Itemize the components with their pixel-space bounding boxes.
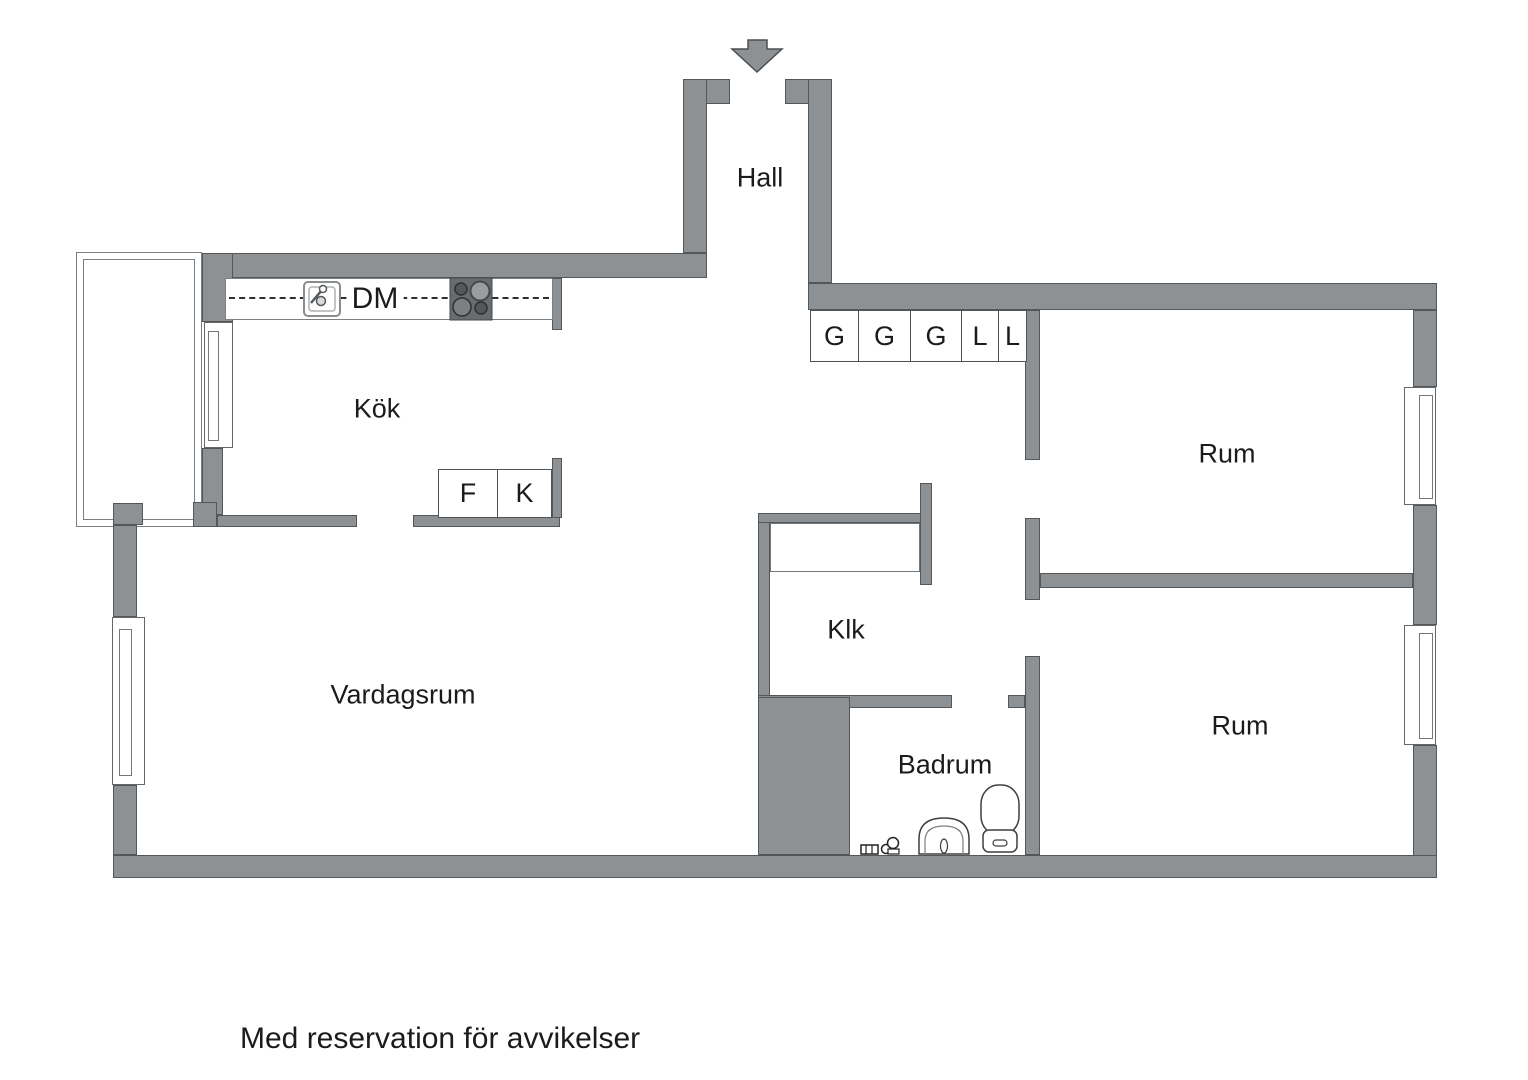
- balcony-inner-outline: [83, 259, 195, 520]
- window: [112, 617, 145, 785]
- wall: [1008, 695, 1025, 708]
- closet-wardrobe-outline: [770, 523, 920, 572]
- wall: [758, 697, 850, 855]
- wall: [552, 458, 562, 518]
- bathroom-accessories-icon: [860, 836, 900, 855]
- freezer-label: K: [515, 478, 534, 508]
- room-label-room-lower: Rum: [1211, 710, 1269, 741]
- toilet-icon: [980, 784, 1020, 853]
- wall: [193, 502, 217, 527]
- wall: [552, 278, 562, 330]
- wall: [920, 483, 932, 585]
- wardrobe-label: G: [925, 320, 947, 351]
- wardrobe-box: L: [998, 310, 1027, 362]
- wall: [683, 79, 707, 253]
- wall: [113, 855, 1437, 878]
- wall: [1025, 310, 1040, 460]
- room-label-hall: Hall: [736, 162, 784, 193]
- room-label-bathroom: Badrum: [897, 749, 993, 780]
- wall: [113, 525, 137, 617]
- room-label-room-upper: Rum: [1198, 438, 1256, 469]
- wall: [202, 253, 707, 278]
- wardrobe-label: L: [972, 320, 988, 351]
- wall: [217, 515, 357, 527]
- room-label-living-room: Vardagsrum: [330, 679, 476, 710]
- wall: [758, 513, 922, 523]
- fridge-box: F: [438, 469, 498, 518]
- entry-arrow-icon: [730, 39, 784, 74]
- wall: [113, 785, 137, 855]
- room-label-kitchen: Kök: [353, 393, 401, 424]
- wardrobe-label: L: [1004, 320, 1021, 351]
- freezer-box: K: [497, 469, 552, 518]
- wardrobe-box: L: [961, 310, 999, 362]
- wall: [1040, 573, 1413, 588]
- wardrobe-label: G: [873, 320, 895, 351]
- wall: [1025, 518, 1040, 600]
- dishwasher-label: DM: [346, 282, 404, 316]
- wardrobe-box: G: [858, 310, 911, 362]
- wall: [1025, 656, 1040, 855]
- fridge-label: F: [459, 478, 477, 508]
- window: [204, 322, 233, 448]
- wardrobe-label: G: [823, 320, 845, 351]
- room-label-closet: Klk: [827, 614, 865, 645]
- kitchen-counter: DM: [225, 278, 553, 320]
- wall: [808, 283, 1437, 310]
- window: [1404, 625, 1436, 745]
- wall: [808, 79, 832, 283]
- wall: [758, 513, 770, 697]
- wardrobe-box: G: [910, 310, 962, 362]
- disclaimer-text: Med reservation för avvikelser: [240, 1022, 641, 1055]
- washbasin-icon: [918, 817, 970, 855]
- wall: [1413, 310, 1437, 387]
- wall: [1413, 505, 1437, 625]
- wardrobe-box: G: [810, 310, 859, 362]
- wall: [113, 503, 143, 525]
- window: [1404, 387, 1436, 505]
